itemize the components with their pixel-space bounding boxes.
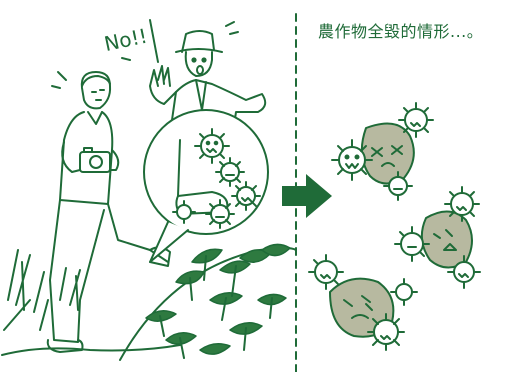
- bubble-viruses: [172, 128, 261, 229]
- right-viruses-3: [308, 254, 418, 351]
- arrow-right-icon: [282, 174, 332, 218]
- shout-marks: [51, 19, 239, 89]
- virus-icon: [367, 313, 405, 351]
- damaged-crop-rock-1: [360, 122, 415, 185]
- virus-icon: [444, 186, 480, 222]
- crop-stems: [159, 255, 273, 359]
- right-viruses-2: [394, 186, 481, 289]
- zoom-bubble: [143, 109, 269, 263]
- man-with-camera: [46, 71, 171, 353]
- virus-icon: [394, 226, 430, 262]
- virus-icon: [383, 171, 413, 201]
- man-with-hat: [149, 30, 267, 141]
- virus-icon: [308, 254, 344, 290]
- virus-icon: [215, 157, 245, 187]
- camera-icon: [79, 147, 111, 173]
- virus-icon: [447, 255, 481, 289]
- virus-icon: [390, 278, 418, 306]
- shout-text: No!!: [102, 24, 149, 56]
- grass-left: [1, 249, 181, 356]
- virus-icon: [231, 181, 261, 211]
- right-viruses-1: [331, 102, 434, 201]
- virus-icon: [205, 199, 235, 229]
- virus-icon: [398, 102, 434, 138]
- virus-icon: [331, 139, 373, 181]
- virus-icon: [194, 128, 230, 164]
- virus-icon: [172, 200, 196, 224]
- caption-text: 農作物全毀的情形...。: [318, 22, 484, 41]
